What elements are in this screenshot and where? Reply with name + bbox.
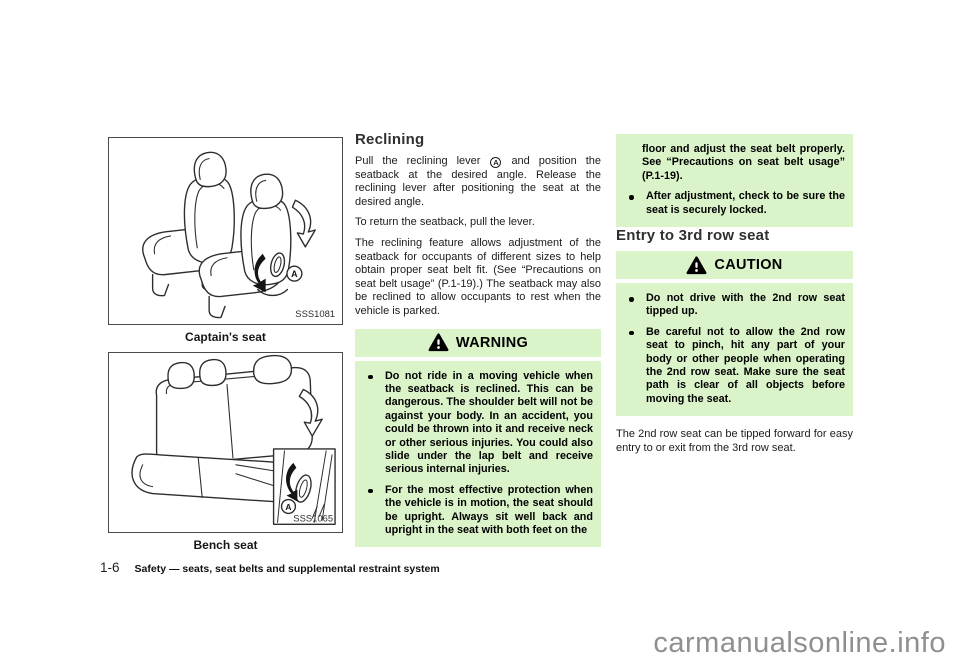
bench-seat-illustration: A SSS1065 (131, 354, 336, 525)
lever-callout-a: A (490, 157, 502, 168)
figure-bench-seat: A SSS1065 (108, 352, 343, 533)
section-heading-entry-3rd-row: Entry to 3rd row seat (616, 227, 770, 245)
figure-captains-seat: A SSS1081 (108, 137, 343, 325)
page-footer: 1-6 Safety — seats, seat belts and suppl… (100, 560, 440, 575)
footer-page-number: 1-6 (100, 560, 120, 575)
warning-box-body: Do not ride in a moving vehicle when the… (355, 360, 601, 548)
figure-caption-bench-seat: Bench seat (193, 538, 258, 552)
lever-arrow-icon (252, 253, 266, 293)
reclining-paragraph-2: To return the seatback, pull the lever. (355, 216, 535, 229)
warning-title: WARNING (455, 334, 529, 351)
tip-arrow-icon (298, 388, 323, 437)
footer-section-title: Safety — seats, seat belts and supplemen… (134, 563, 440, 575)
callout-a-label: A (291, 269, 298, 279)
paragraph-text: Pull the reclining lever (355, 155, 481, 167)
entry-paragraph: The 2nd row seat can be tipped forward f… (616, 428, 853, 454)
section-heading-reclining: Reclining (355, 131, 425, 148)
caution-triangle-icon (686, 255, 707, 274)
lever-arrow-icon (286, 462, 298, 502)
warning-triangle-icon (428, 333, 449, 352)
recline-arrow-icon (291, 199, 316, 248)
warning-box-header: WARNING (355, 328, 601, 357)
paragraph-text: and position the seatback at the desired… (355, 155, 601, 208)
warning-bullet: After adjustment, check to be sure the s… (616, 190, 845, 217)
watermark: carmanualsonline.info (653, 627, 946, 659)
caution-title: CAUTION (714, 257, 783, 274)
caution-bullet: Do not drive with the 2nd row seat tippe… (616, 292, 845, 319)
warning-bullet: For the most effective protection when t… (355, 484, 593, 538)
caution-box-header: CAUTION (616, 251, 853, 280)
warning-box-continuation: floor and adjust the seat belt properly.… (616, 134, 853, 228)
figure-code: SSS1065 (293, 512, 333, 523)
warning-continuation-text: floor and adjust the seat belt properly.… (642, 143, 845, 182)
callout-a-label: A (285, 502, 291, 512)
column-reclining: Reclining Pull the reclining lever A and… (355, 131, 601, 548)
figure-caption-captains-seat: Captain's seat (185, 330, 266, 344)
caution-box-body: Do not drive with the 2nd row seat tippe… (616, 283, 853, 417)
caution-bullet: Be careful not to allow the 2nd row seat… (616, 326, 845, 406)
captains-seat-illustration: A SSS1081 (142, 151, 335, 319)
reclining-paragraph-1: Pull the reclining lever A and position … (355, 155, 601, 209)
column-entry: floor and adjust the seat belt properly.… (616, 134, 853, 455)
figure-code: SSS1081 (295, 308, 335, 319)
warning-bullet: Do not ride in a moving vehicle when the… (355, 370, 593, 477)
reclining-paragraph-3: The reclining feature allows adjustment … (355, 236, 601, 317)
